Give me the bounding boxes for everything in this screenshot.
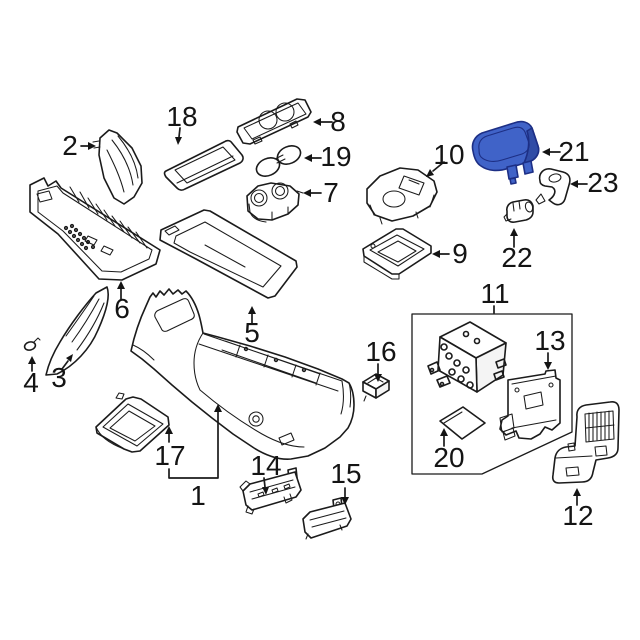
callout-4: 4	[23, 367, 39, 398]
shifter-bezel-drawing	[366, 167, 438, 225]
console-frame-drawing	[29, 177, 161, 281]
callout-leaders	[28, 118, 588, 506]
callout-13: 13	[534, 325, 566, 356]
callout-2: 2	[62, 130, 78, 161]
latch-cylinder-drawing	[503, 199, 534, 223]
cup-holder-plate-drawing	[236, 98, 312, 145]
hinge-bracket-drawing	[535, 168, 571, 206]
callout-7: 7	[323, 177, 339, 208]
callout-23: 23	[587, 167, 619, 198]
callout-1: 1	[190, 480, 206, 511]
side-panel-drawing	[45, 286, 109, 376]
callout-11: 11	[480, 278, 510, 309]
console-body-drawing	[130, 288, 355, 460]
callout-10: 10	[433, 139, 465, 170]
switch-blank-drawing	[362, 373, 390, 402]
callout-16: 16	[365, 336, 397, 367]
callout-17: 17	[154, 440, 186, 471]
amplifier-unit-drawing	[427, 321, 507, 393]
cup-holder-insert-drawing	[246, 182, 304, 223]
storage-bin-drawing	[95, 392, 170, 453]
callout-19: 19	[320, 141, 352, 172]
callout-15: 15	[330, 458, 362, 489]
mounting-bracket-drawing	[499, 369, 561, 441]
callout-20: 20	[433, 442, 465, 473]
fin-bracket-drawing	[92, 129, 143, 205]
tray-lid-drawing	[163, 139, 244, 191]
callout-6: 6	[114, 293, 130, 324]
rear-trim-panel-drawing	[159, 209, 298, 299]
callout-18: 18	[166, 101, 198, 132]
callout-3: 3	[51, 362, 67, 393]
storage-tray-drawing	[362, 228, 432, 280]
callout-14: 14	[250, 450, 282, 481]
grommet-drawing	[23, 337, 41, 351]
callout-8: 8	[330, 106, 346, 137]
callout-12: 12	[562, 500, 594, 531]
assembly-box-outline	[411, 313, 573, 475]
bracket-15-drawing	[302, 497, 352, 540]
callout-22: 22	[501, 242, 533, 273]
pad-drawing	[439, 406, 486, 440]
callout-21: 21	[558, 136, 590, 167]
rear-vent-panel-drawing	[551, 401, 620, 484]
bracket-14-drawing	[239, 467, 302, 515]
callout-5: 5	[244, 317, 260, 348]
rings-drawing	[255, 145, 302, 177]
armrest-lid-drawing	[471, 120, 540, 185]
callout-9: 9	[452, 238, 468, 269]
